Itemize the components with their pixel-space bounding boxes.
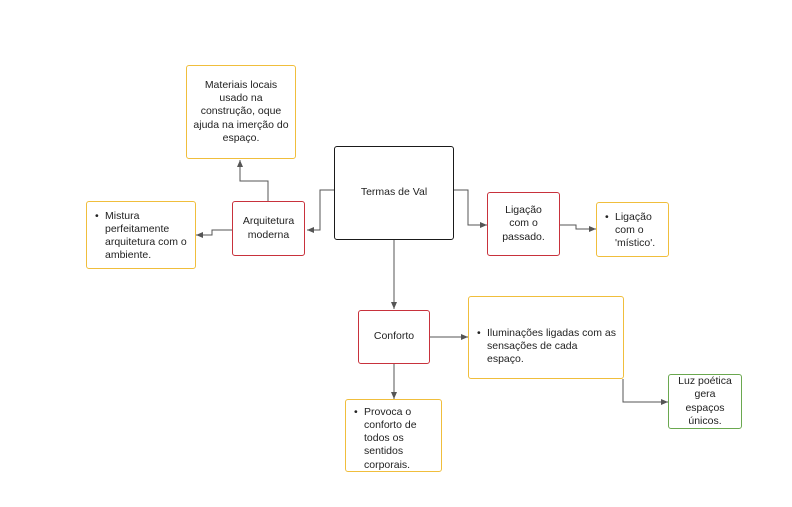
node-provoca-conforto-item: Provoca o conforto de todos os sentidos … [354, 406, 435, 472]
connector-iluminacoes-to-luz [622, 379, 668, 405]
node-conforto-text: Conforto [373, 330, 415, 343]
node-luz-poetica: Luz poética gera espaços únicos. [668, 374, 742, 429]
node-iluminacoes-item: Iluminações ligadas com as sensações de … [477, 327, 617, 366]
node-ligacao-mistico: Ligação com o 'místico'. [596, 202, 669, 257]
node-iluminacoes: Iluminações ligadas com as sensações de … [468, 296, 624, 379]
connector-central-to-arquitetura [307, 189, 334, 233]
node-materiais-locais-text: Materiais locais usado na construção, oq… [193, 79, 289, 144]
node-ligacao-mistico-list: Ligação com o 'místico'. [597, 211, 668, 250]
node-mistura-list: Mistura perfeitamente arquitetura com o … [87, 210, 195, 263]
node-arquitetura-moderna-text: Arquitetura moderna [242, 215, 295, 241]
connector-arquitetura-to-mistura [196, 229, 232, 238]
node-mistura-item: Mistura perfeitamente arquitetura com o … [95, 210, 189, 263]
node-provoca-conforto-list: Provoca o conforto de todos os sentidos … [346, 406, 441, 472]
node-mistura: Mistura perfeitamente arquitetura com o … [86, 201, 196, 269]
connector-central-to-ligacao [454, 189, 487, 228]
node-luz-poetica-text: Luz poética gera espaços únicos. [678, 375, 732, 427]
connector-arquitetura-to-materiais [237, 160, 269, 201]
node-ligacao-passado: Ligação com o passado. [487, 192, 560, 256]
node-arquitetura-moderna: Arquitetura moderna [232, 201, 305, 256]
node-conforto: Conforto [358, 310, 430, 364]
node-materiais-locais: Materiais locais usado na construção, oq… [186, 65, 296, 159]
connector-ligacao-to-mistico [560, 224, 596, 232]
node-ligacao-mistico-item: Ligação com o 'místico'. [605, 211, 662, 250]
node-termas-de-val: Termas de Val [334, 146, 454, 240]
node-iluminacoes-list: Iluminações ligadas com as sensações de … [469, 327, 623, 366]
node-provoca-conforto: Provoca o conforto de todos os sentidos … [345, 399, 442, 472]
node-ligacao-passado-text: Ligação com o passado. [502, 204, 545, 243]
node-termas-de-val-text: Termas de Val [360, 186, 428, 199]
